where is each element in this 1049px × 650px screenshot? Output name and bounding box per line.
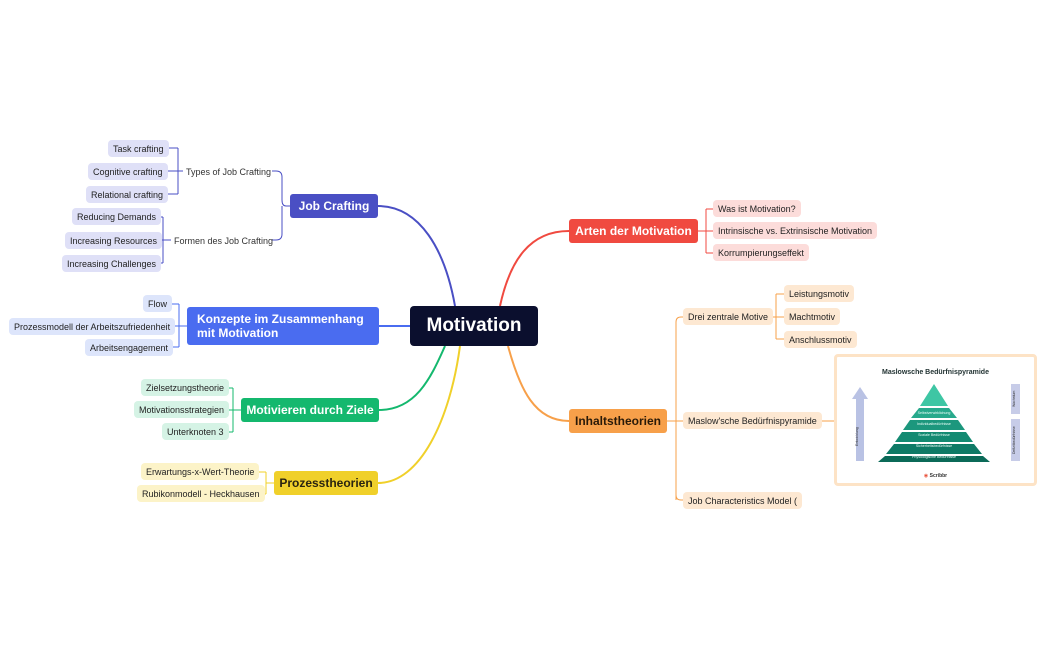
link-root-inhalt xyxy=(507,345,570,422)
development-arrow-icon xyxy=(852,387,868,461)
leaf-leistungsmotiv[interactable]: Leistungsmotiv xyxy=(784,285,855,302)
development-label: Entwicklung xyxy=(855,427,859,447)
leaf-unterknoten-3[interactable]: Unterknoten 3 xyxy=(162,423,229,440)
link-arten-leaves xyxy=(698,208,713,254)
leaf-task-crafting[interactable]: Task crafting xyxy=(108,140,169,157)
leaf-cognitive-crafting[interactable]: Cognitive crafting xyxy=(88,163,168,180)
link-root-prozess xyxy=(377,345,461,484)
leaf-zielsetzungstheorie[interactable]: Zielsetzungstheorie xyxy=(141,379,230,396)
tier-label-2: Individualbedürfnisse xyxy=(917,422,951,426)
leaf-prozessmodell-arbeitszufriedenheit[interactable]: Prozessmodell der Arbeitszufriedenheit xyxy=(9,318,176,335)
leaf-increasing-challenges[interactable]: Increasing Challenges xyxy=(62,255,162,272)
tier-label-5: Physiologische Bedürfnisse xyxy=(912,455,956,459)
link-inhalt-groups xyxy=(667,316,683,501)
tier-label-4: Sicherheitsbedürfnisse xyxy=(915,444,953,448)
branch-inhaltstheorien[interactable]: Inhaltstheorien xyxy=(569,409,667,433)
leaf-flow[interactable]: Flow xyxy=(143,295,173,312)
link-types-leaves xyxy=(165,147,183,195)
link-root-ziele xyxy=(378,345,446,411)
branch-konzepte[interactable]: Konzepte im Zusammenhang mit Motivation xyxy=(187,307,379,345)
maslow-pyramid-image[interactable]: Maslowsche Bedürfnispyramide Selbstverwi… xyxy=(834,354,1037,486)
branch-motivieren-durch-ziele[interactable]: Motivieren durch Ziele xyxy=(241,398,379,422)
growth-box xyxy=(1011,384,1020,414)
link-prozess-leaves xyxy=(258,471,274,495)
group-maslow-beduerfnispyramide[interactable]: Maslow'sche Bedürfnispyramide xyxy=(683,412,822,429)
branch-arten-der-motivation[interactable]: Arten der Motivation xyxy=(569,219,698,243)
growth-label: Wachstum xyxy=(1012,390,1016,408)
leaf-motivationsstrategien[interactable]: Motivationsstrategien xyxy=(134,401,230,418)
link-jc-formen xyxy=(272,206,283,241)
leaf-arbeitsengagement[interactable]: Arbeitsengagement xyxy=(85,339,174,356)
deficit-label: Defizitbedürfnisse xyxy=(1012,426,1016,454)
tier-5 xyxy=(886,444,982,454)
tier-label-3: Soziale Bedürfnisse xyxy=(918,433,950,437)
tier-3 xyxy=(903,420,965,430)
link-konzepte-leaves xyxy=(170,303,187,348)
group-job-characteristics-model[interactable]: Job Characteristics Model ( xyxy=(683,492,803,509)
leaf-erwartungs-x-wert-theorie[interactable]: Erwartungs-x-Wert-Theorie xyxy=(141,463,260,480)
branch-job-crafting[interactable]: Job Crafting xyxy=(290,194,378,218)
link-jc-types xyxy=(272,170,290,207)
group-types-of-job-crafting[interactable]: Types of Job Crafting xyxy=(186,166,272,177)
leaf-increasing-resources[interactable]: Increasing Resources xyxy=(65,232,163,249)
group-drei-zentrale-motive[interactable]: Drei zentrale Motive xyxy=(683,308,774,325)
leaf-rubikonmodell-heckhausen[interactable]: Rubikonmodell - Heckhausen xyxy=(137,485,265,502)
group-formen-des-job-crafting[interactable]: Formen des Job Crafting xyxy=(174,235,274,246)
leaf-was-ist-motivation[interactable]: Was ist Motivation? xyxy=(713,200,801,217)
scribbr-logo: ◉ Scribbr xyxy=(923,473,948,479)
leaf-machtmotiv[interactable]: Machtmotiv xyxy=(784,308,841,325)
root-node[interactable]: Motivation xyxy=(410,306,538,346)
tier-6 xyxy=(878,456,990,462)
tier-2 xyxy=(911,408,957,418)
deficit-box xyxy=(1011,419,1020,461)
leaf-reducing-demands[interactable]: Reducing Demands xyxy=(72,208,162,225)
tier-1 xyxy=(920,384,948,406)
leaf-relational-crafting[interactable]: Relational crafting xyxy=(86,186,169,203)
pyramid-title: Maslowsche Bedürfnispyramide xyxy=(882,369,989,376)
leaf-anschlussmotiv[interactable]: Anschlussmotiv xyxy=(784,331,857,348)
link-root-job-crafting xyxy=(377,205,456,307)
branch-prozesstheorien[interactable]: Prozesstheorien xyxy=(274,471,378,495)
tier-4 xyxy=(895,432,973,442)
leaf-intrinsische-vs-extrinsische[interactable]: Intrinsische vs. Extrinsische Motivation xyxy=(713,222,878,239)
leaf-korrumpierungseffekt[interactable]: Korrumpierungseffekt xyxy=(713,244,809,261)
tier-label-1: Selbstverwirklichung xyxy=(917,411,951,415)
pyramid-graphic xyxy=(852,384,1020,462)
link-root-arten xyxy=(499,230,570,307)
